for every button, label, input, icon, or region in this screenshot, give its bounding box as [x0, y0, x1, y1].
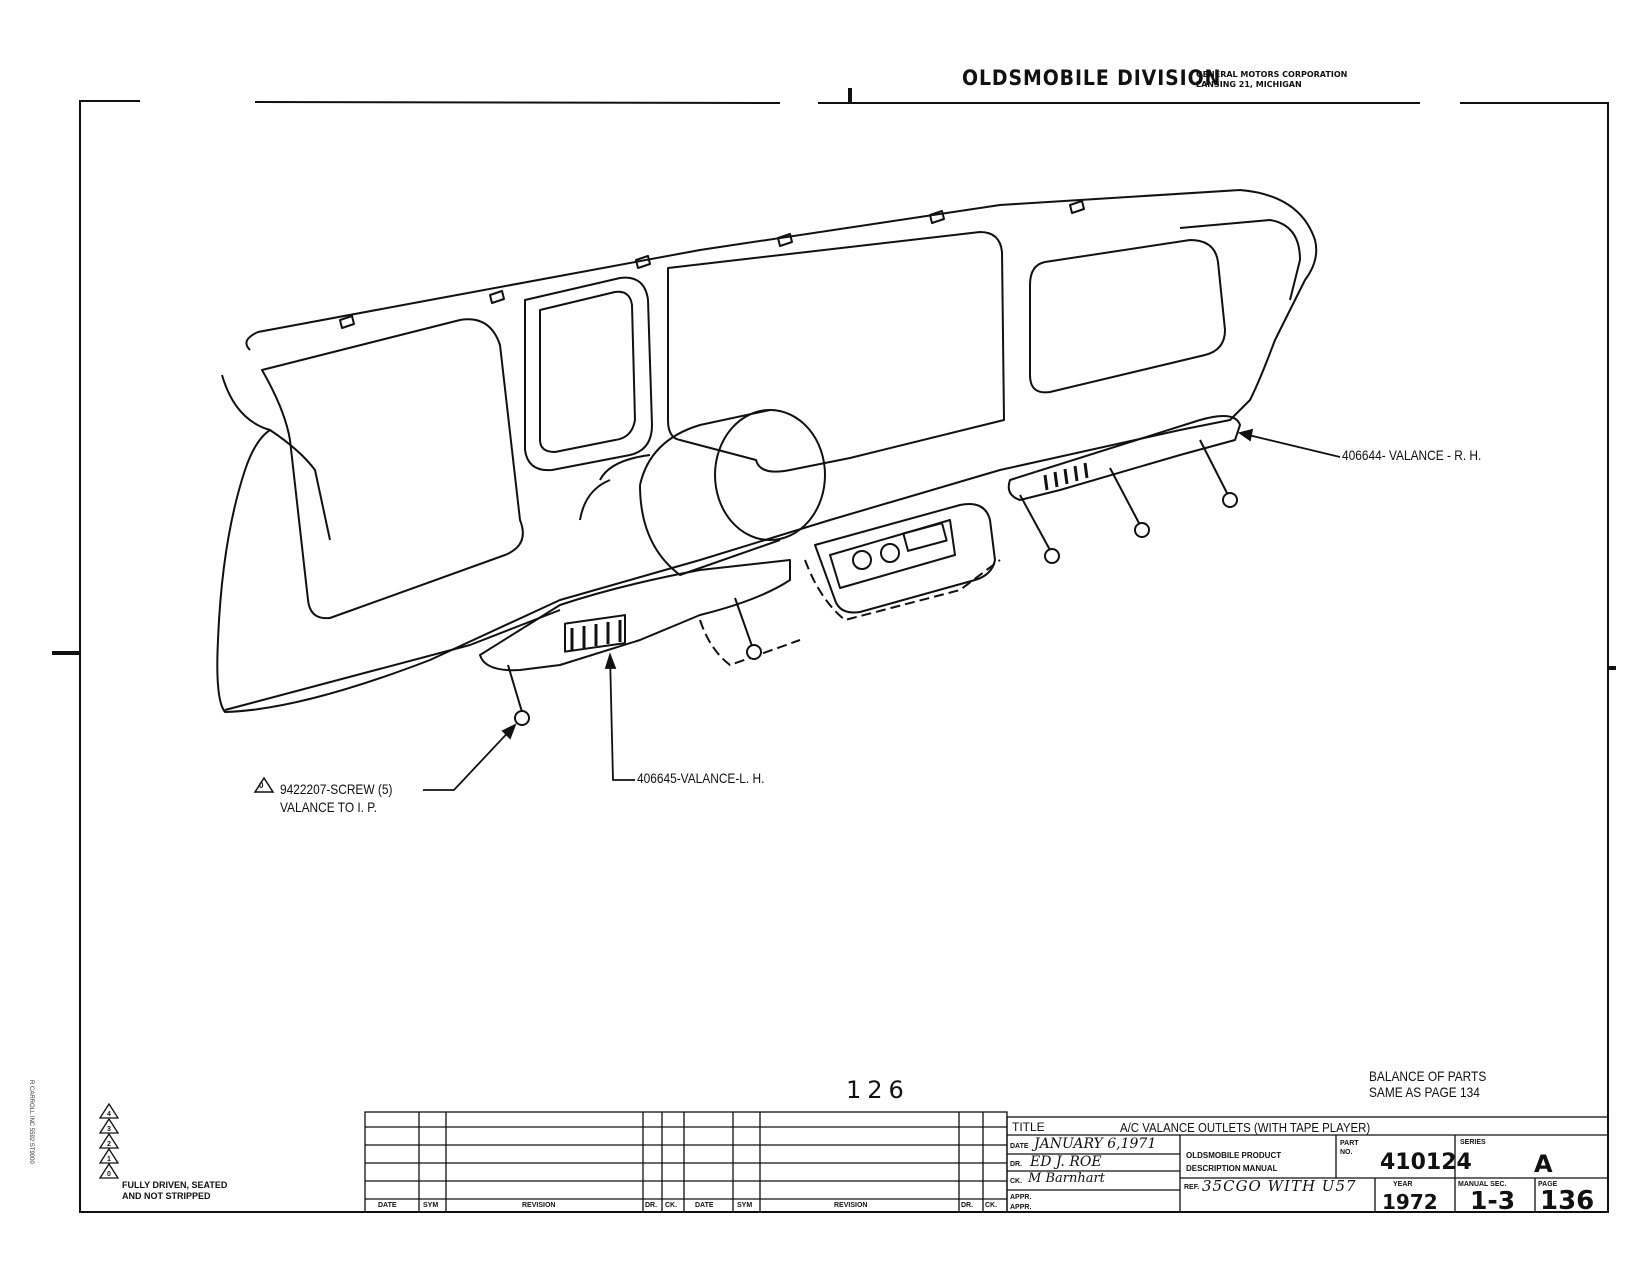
rev-header-date-2: DATE	[695, 1202, 714, 1209]
year-value: 1972	[1382, 1190, 1438, 1214]
screw-3	[1019, 494, 1060, 564]
corporation-name: GENERAL MOTORS CORPORATION	[1196, 70, 1348, 79]
left-cluster-opening	[261, 318, 524, 620]
rev-header-ck-2: CK.	[985, 1202, 998, 1209]
rev-header-sym: SYM	[423, 1202, 439, 1209]
legend-symbol: 4	[107, 1111, 111, 1118]
callout-valance-rh: 406644- VALANCE - R. H.	[1342, 447, 1482, 463]
page-label: PAGE	[1538, 1181, 1558, 1188]
center-left-opening	[524, 276, 653, 472]
reference-label: REF.	[1184, 1184, 1200, 1191]
page-marker: 126	[846, 1076, 910, 1104]
series-label: SERIES	[1460, 1139, 1486, 1146]
valance-rh	[1007, 415, 1241, 501]
screw-4	[1109, 467, 1150, 538]
legend-line2: AND NOT STRIPPED	[122, 1191, 211, 1201]
rev-header-dr-2: DR.	[961, 1202, 974, 1209]
drawing-border	[52, 88, 1616, 1213]
corporation-address: GENERAL MOTORS CORPORATION LANSING 21, M…	[1196, 70, 1347, 90]
checked-by-value: M Barnhart	[1028, 1171, 1105, 1186]
manual-name-line2: DESCRIPTION MANUAL	[1186, 1164, 1278, 1173]
legend-symbol: 2	[107, 1141, 111, 1148]
callout-valance-lh: 406645-VALANCE-L. H.	[637, 770, 765, 786]
legend-text: FULLY DRIVEN, SEATED AND NOT STRIPPED	[122, 1180, 227, 1202]
legend-symbols: 4 3 2 1 0	[106, 1107, 112, 1182]
legend-symbol: 0	[107, 1171, 111, 1178]
balance-note-line2: SAME AS PAGE 134	[1369, 1084, 1480, 1100]
balance-note-line1: BALANCE OF PARTS	[1369, 1068, 1487, 1084]
legend-triangles	[98, 1102, 120, 1179]
leader-lines	[423, 428, 1341, 791]
legend-symbol: 3	[107, 1126, 111, 1133]
page-number: 136	[1540, 1186, 1595, 1216]
rev-header-ck: CK.	[665, 1202, 678, 1209]
title-label: TITLE	[1012, 1120, 1045, 1134]
rev-header-date: DATE	[378, 1202, 397, 1209]
manual-name: OLDSMOBILE PRODUCT DESCRIPTION MANUAL	[1186, 1149, 1281, 1175]
screw-2	[734, 597, 762, 660]
valance-lh	[479, 559, 791, 672]
division-title: OLDSMOBILE DIVISION	[962, 66, 1222, 90]
screw-symbol-number: 0	[259, 781, 264, 790]
approved-label: APPR.	[1010, 1194, 1032, 1201]
screws	[507, 439, 1238, 726]
corporation-city: LANSING 21, MICHIGAN	[1196, 80, 1302, 89]
rev-header-sym-2: SYM	[737, 1202, 753, 1209]
manual-sec-label: MANUAL SEC.	[1458, 1181, 1507, 1188]
rev-header-dr: DR.	[645, 1202, 658, 1209]
screw-5	[1199, 439, 1238, 508]
date-value: JANUARY 6,1971	[1034, 1136, 1157, 1152]
center-opening	[667, 231, 1005, 473]
tape-knob-right	[880, 543, 900, 563]
series-value: A	[1534, 1150, 1553, 1178]
part-number: 410124	[1380, 1150, 1472, 1175]
drawing-title: A/C VALANCE OUTLETS (WITH TAPE PLAYER)	[1120, 1120, 1371, 1135]
legend-line1: FULLY DRIVEN, SEATED	[122, 1180, 228, 1190]
rev-header-revision-2: REVISION	[834, 1202, 868, 1209]
part-no-label: PART NO.	[1340, 1140, 1359, 1156]
drawn-by-label: DR.	[1010, 1161, 1023, 1168]
manual-name-line1: OLDSMOBILE PRODUCT	[1186, 1151, 1282, 1160]
year-label: YEAR	[1393, 1181, 1413, 1188]
callout-screw: 9422207-SCREW (5)	[280, 781, 393, 797]
balance-note: BALANCE OF PARTS SAME AS PAGE 134	[1369, 1068, 1486, 1100]
approved-label-2: APPR.	[1010, 1204, 1032, 1211]
reference-value: 35CGO WITH U57	[1202, 1177, 1357, 1195]
steering-column-body	[579, 409, 781, 576]
rev-header-revision: REVISION	[522, 1202, 556, 1209]
revision-table-grid	[364, 1111, 1008, 1213]
drawn-by-value: ED J. ROE	[1030, 1154, 1102, 1170]
screw-symbol-triangle	[253, 776, 275, 793]
tape-knob-left	[852, 550, 872, 570]
screw-1	[507, 664, 530, 726]
callout-screw-location: VALANCE TO I. P.	[280, 799, 378, 815]
right-opening	[1029, 239, 1226, 394]
manual-sec-value: 1-3	[1470, 1186, 1516, 1215]
title-block-grid	[1006, 1116, 1609, 1213]
steering-column-end	[714, 409, 826, 541]
side-vendor-text: R CARROLL INC 5592 ST9000	[28, 1080, 34, 1164]
legend-symbol: 1	[107, 1156, 111, 1163]
tape-player-bezel	[814, 503, 996, 614]
instrument-panel	[216, 189, 1318, 713]
panel-outer-outline	[216, 189, 1318, 713]
checked-by-label: CK.	[1010, 1178, 1023, 1185]
date-label: DATE	[1010, 1143, 1029, 1150]
